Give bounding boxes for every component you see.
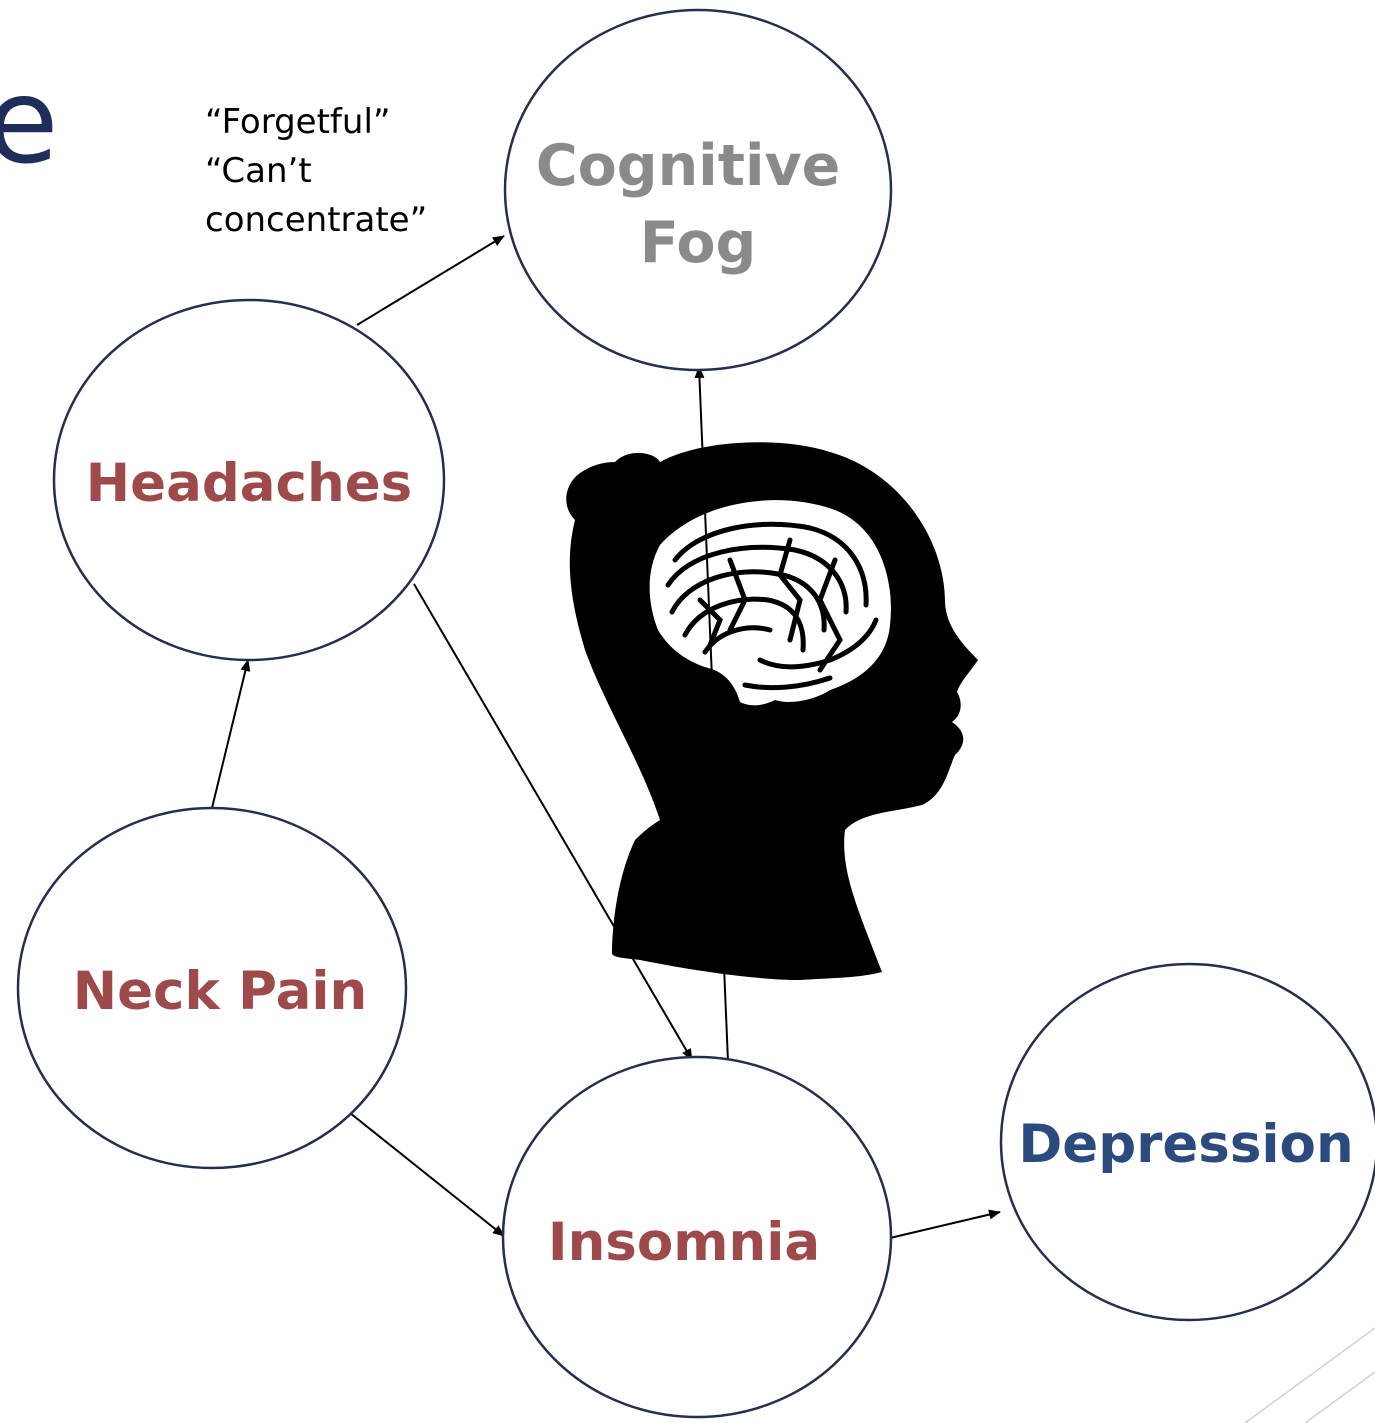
- corner-line: [1245, 1328, 1375, 1423]
- node-insomnia: Insomnia: [503, 1057, 891, 1417]
- node-label-line: Depression: [1018, 1114, 1353, 1175]
- node-label-line: Fog: [640, 210, 757, 276]
- node-label-line: Insomnia: [548, 1212, 820, 1273]
- arrow-neck-pain-to-insomnia: [350, 1113, 504, 1236]
- node-depression: Depression: [1001, 964, 1375, 1320]
- node-label-insomnia: Insomnia: [548, 1212, 820, 1273]
- node-cognitive-fog: Cognitive Fog: [505, 10, 891, 370]
- node-label-headaches: Headaches: [86, 453, 412, 514]
- node-label-line: Neck Pain: [73, 961, 368, 1022]
- node-headaches: Headaches: [54, 300, 444, 660]
- arrow-insomnia-to-depression: [890, 1212, 1000, 1238]
- node-label-neck-pain: Neck Pain: [73, 961, 368, 1022]
- arrow-headaches-to-cognitive-fog: [357, 236, 504, 325]
- corner-line: [1305, 1372, 1375, 1423]
- node-label-depression: Depression: [1018, 1114, 1353, 1175]
- node-neck-pain: Neck Pain: [18, 808, 406, 1168]
- arrow-neck-pain-to-headaches: [212, 660, 248, 808]
- decorative-corner-lines: [1245, 1328, 1375, 1423]
- node-label-line: Headaches: [86, 453, 412, 514]
- head-silhouette-image: [566, 442, 978, 980]
- node-label-line: Cognitive: [536, 133, 841, 199]
